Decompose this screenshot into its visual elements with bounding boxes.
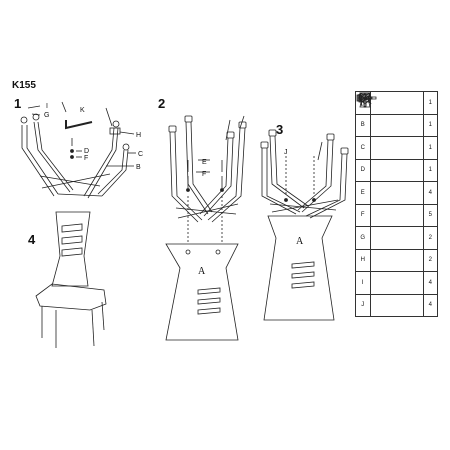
part-letter: E <box>355 181 371 205</box>
step3-assembly <box>260 129 349 321</box>
part-letter: C <box>355 136 371 160</box>
label-F: F <box>84 155 88 162</box>
part-letter: I <box>355 271 371 295</box>
label-D: D <box>84 148 89 155</box>
bracket-icon <box>358 94 424 272</box>
step2-assembly <box>165 115 247 341</box>
step-number-1: 1 <box>14 96 22 111</box>
part-letter: F <box>355 203 371 227</box>
long-bolt-icon <box>356 94 424 205</box>
label-C: C <box>138 151 143 158</box>
part-quantity: 1 <box>422 136 439 160</box>
part-letter: G <box>355 226 371 250</box>
label-I: I <box>46 103 48 110</box>
label-F-step2: F <box>202 171 206 178</box>
label-H: H <box>136 132 141 139</box>
part-quantity: 5 <box>422 203 439 227</box>
leg-frame-icon <box>358 93 424 137</box>
part-letter: J <box>355 293 371 317</box>
step-number-2: 2 <box>158 96 166 111</box>
part-letter: H <box>355 248 371 272</box>
washer-icon <box>358 93 424 227</box>
part-quantity: 2 <box>422 248 439 272</box>
label-A-step3: A <box>296 236 304 247</box>
part-quantity: 2 <box>422 226 439 250</box>
wood-screw-icon <box>359 92 424 317</box>
step1-frame <box>20 101 136 199</box>
seat-panel-icon <box>358 91 424 115</box>
step-number-3: 3 <box>276 122 284 137</box>
bolt-icon <box>357 94 424 182</box>
leg-frame-icon <box>358 93 424 160</box>
nut-cap-icon <box>358 92 424 250</box>
label-B: B <box>136 164 141 171</box>
part-quantity: 4 <box>422 271 439 295</box>
step-number-4: 4 <box>28 232 36 247</box>
label-J: J <box>284 149 288 156</box>
label-G: G <box>44 112 49 119</box>
document-title: K155 <box>12 80 36 91</box>
part-quantity: 1 <box>422 158 439 182</box>
label-E: E <box>202 159 207 166</box>
part-quantity: 4 <box>422 181 439 205</box>
part-letter: B <box>355 113 371 137</box>
part-letter: D <box>355 158 371 182</box>
label-K: K <box>80 107 85 114</box>
step4-finished-chair <box>35 211 107 348</box>
part-quantity: 4 <box>422 293 439 317</box>
part-quantity: 1 <box>422 113 439 137</box>
part-quantity: 1 <box>422 91 439 115</box>
label-A-step2: A <box>198 266 206 277</box>
screw-icon <box>359 92 424 295</box>
